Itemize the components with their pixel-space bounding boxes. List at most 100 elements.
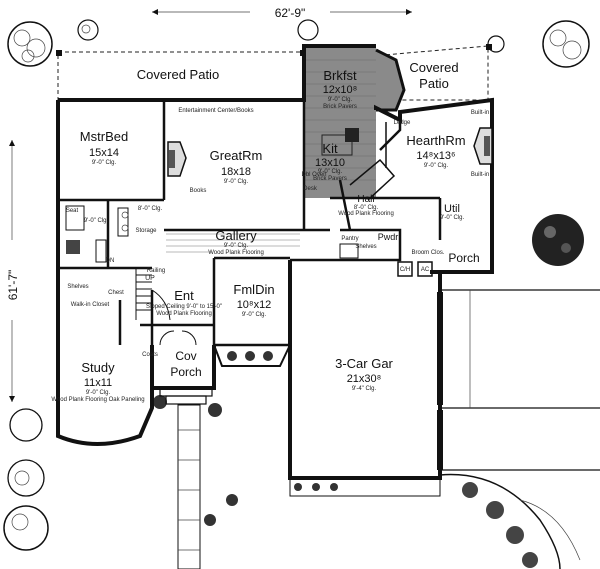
entry-door	[159, 330, 197, 346]
hall-label: Hall	[357, 194, 374, 205]
mstr-bed-size: 15x14	[89, 147, 119, 159]
cov-porch-label-2: Porch	[170, 365, 201, 379]
garage-size: 21x30⁸	[347, 373, 382, 385]
entertainment-label: Entertainment Center/Books	[178, 108, 253, 114]
pantry-label: Pantry	[341, 236, 358, 242]
builtin-1-label: Built-in	[471, 110, 489, 116]
tree-right	[532, 214, 584, 266]
study-size: 11x11	[84, 377, 112, 389]
ent-floor: Wood Plank Flooring	[156, 311, 212, 317]
front-walk	[177, 404, 201, 569]
kit-ceiling: 9'-0" Clg.	[318, 169, 343, 175]
mstr-bed-ceiling: 9'-0" Clg.	[92, 160, 117, 166]
brkfst-floor: Brick Pavers	[323, 104, 357, 110]
covered-patio-left-label: Covered Patio	[137, 67, 219, 82]
ch-label: C/H	[400, 267, 410, 273]
kitchen-counters	[349, 122, 396, 201]
shrub-bottom-left	[3, 408, 49, 551]
walkin-label: Walk-in Closet	[71, 302, 110, 308]
bath-ceiling-label: 9'-0" Clg.	[84, 218, 109, 224]
dining-bay	[213, 344, 291, 367]
driveway	[440, 289, 600, 471]
shrub-top-left-2	[77, 19, 99, 41]
gallery-floor: Wood Plank Flooring	[208, 250, 264, 256]
hearth-rm-size: 14⁸x13⁶	[416, 150, 455, 162]
covered-patio-right-column	[486, 44, 492, 50]
dn-label: DN	[106, 258, 115, 264]
hall-ceiling: 8'-0" Clg.	[354, 205, 379, 211]
interior-walls	[58, 100, 442, 347]
up-label: UP	[145, 275, 155, 282]
gallery-label: Gallery	[215, 228, 257, 243]
kitchen-island	[321, 134, 353, 156]
shrubs-front-row	[153, 395, 338, 526]
hearth-rm-label: HearthRm	[406, 133, 465, 148]
corner-arc	[519, 499, 581, 561]
kit-size: 13x10	[315, 157, 345, 169]
great-rm-ceiling: 9'-0" Clg.	[224, 179, 249, 185]
covered-patio-left-columns	[56, 50, 306, 56]
porch-steps	[159, 387, 213, 405]
seat-label: Seat	[66, 208, 79, 214]
shrub-top-left	[7, 21, 53, 67]
shrub-top-right	[542, 20, 590, 68]
study-floor: Wood Plank Flooring Oak Paneling	[51, 397, 144, 403]
fml-din-ceiling: 9'-0" Clg.	[242, 312, 267, 318]
great-rm-label: GreatRm	[210, 148, 263, 163]
shrub-bottom-right	[439, 473, 561, 569]
hall-ceiling-small: 8'-0" Clg.	[138, 206, 163, 212]
fireplace-hearth-room	[473, 127, 493, 165]
brkfst-size: 12x10⁸	[323, 84, 358, 96]
breakfast-bay	[375, 48, 406, 112]
ledge-label: Ledge	[394, 120, 411, 126]
stair	[135, 268, 171, 321]
covered-patio-right-label-1: Covered	[409, 60, 458, 75]
garage-label: 3-Car Gar	[335, 356, 393, 371]
depth-dimension: 61'-7"	[6, 140, 20, 402]
study-ceiling: 9'-0" Clg.	[86, 390, 111, 396]
master-bath-fixtures	[65, 205, 129, 263]
railing-label: Railing	[147, 268, 165, 274]
depth-dimension-label: 61'-7"	[6, 270, 20, 301]
pwdr-label: Pwdr	[378, 232, 399, 242]
gallery-ceiling: 9'-0" Clg.	[224, 243, 249, 249]
ac-label: AC	[421, 267, 430, 273]
ent-label: Ent	[174, 288, 194, 303]
brick-texture	[304, 59, 376, 181]
kit-label: Kit	[322, 141, 338, 156]
fml-din-size: 10⁸x12	[237, 299, 272, 311]
coats-label: Coats	[142, 352, 158, 358]
chest-label: Chest	[108, 290, 124, 296]
porch-label: Porch	[448, 251, 479, 265]
ent-ceiling: Sloped Ceiling 9'-0" to 15'-0"	[146, 304, 222, 310]
gallery-floor	[166, 233, 300, 253]
hall-floor: Wood Plank Flooring	[338, 211, 394, 217]
cov-porch-label-1: Cov	[175, 349, 196, 363]
desk-label: Desk	[303, 186, 318, 192]
garage-ceiling: 9'-4" Clg.	[352, 386, 377, 392]
garage-apron	[289, 477, 441, 497]
width-dimension-label: 62'-9"	[275, 6, 306, 20]
shelves2-label: Shelves	[355, 244, 376, 250]
books-label: Books	[190, 188, 207, 194]
util-label: Util	[444, 203, 460, 215]
brkfst-label: Brkfst	[323, 68, 357, 83]
shelves-label: Shelves	[67, 284, 88, 290]
builtin-2-label: Built-in	[471, 172, 489, 178]
dbl-oven-label: Dbl Oven	[301, 172, 326, 178]
fireplace-great-room	[167, 141, 187, 177]
covered-patio-right-outline	[371, 45, 489, 101]
util-ceiling: 9'-0" Clg.	[440, 215, 465, 221]
great-rm-size: 18x18	[221, 166, 251, 178]
kit-floor: Brick Pavers	[313, 176, 347, 182]
covered-patio-right-label-2: Patio	[419, 76, 449, 91]
mstr-bed-label: MstrBed	[80, 129, 128, 144]
width-dimension: 62'-9"	[152, 6, 412, 20]
fml-din-label: FmlDin	[233, 282, 274, 297]
brkfst-ceiling: 9'-0" Clg.	[328, 97, 353, 103]
hearth-rm-ceiling: 9'-0" Clg.	[424, 163, 449, 169]
broom-label: Broom Clos.	[411, 250, 444, 256]
storage-label: Storage	[135, 228, 157, 234]
garage-steps	[339, 243, 433, 277]
